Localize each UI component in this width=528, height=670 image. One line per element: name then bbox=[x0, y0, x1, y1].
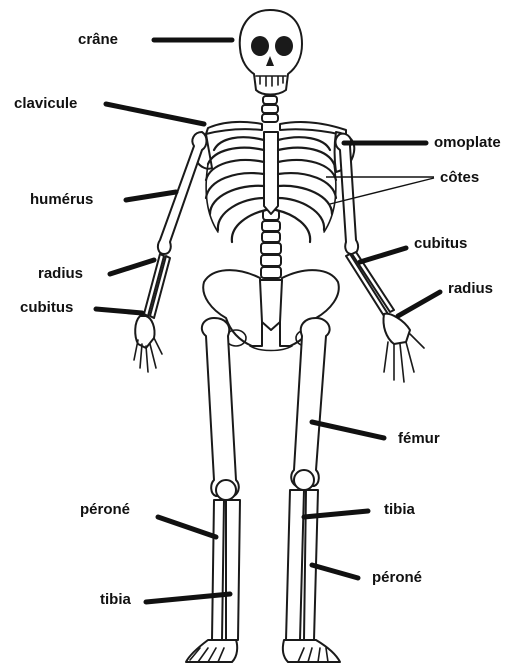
right-leg bbox=[283, 318, 340, 662]
label-ulna-left: cubitus bbox=[20, 299, 73, 316]
leader-fibula-right bbox=[312, 565, 358, 578]
label-tibia-right: tibia bbox=[384, 501, 415, 518]
leader-radius-left bbox=[110, 260, 154, 274]
leader-humerus bbox=[126, 192, 176, 200]
left-leg bbox=[186, 318, 240, 662]
label-radius-left: radius bbox=[38, 265, 83, 282]
label-fibula-right: péroné bbox=[372, 569, 422, 586]
skull bbox=[240, 10, 302, 95]
left-arm bbox=[134, 132, 207, 372]
label-femur: fémur bbox=[398, 430, 440, 447]
label-ribs: côtes bbox=[440, 169, 479, 186]
label-fibula-left: péroné bbox=[80, 501, 130, 518]
label-skull: crâne bbox=[78, 31, 118, 48]
label-clavicle: clavicule bbox=[14, 95, 77, 112]
label-tibia-left: tibia bbox=[100, 591, 131, 608]
leader-clavicle bbox=[106, 104, 204, 124]
label-scapula: omoplate bbox=[434, 134, 501, 151]
label-ulna-right: cubitus bbox=[414, 235, 467, 252]
leader-femur bbox=[312, 422, 384, 438]
leader-ulna-left bbox=[96, 309, 142, 313]
label-humerus: humérus bbox=[30, 191, 93, 208]
leader-ulna-right bbox=[360, 248, 406, 262]
leader-radius-right bbox=[398, 292, 440, 316]
leader-fibula-left bbox=[158, 517, 216, 537]
label-radius-right: radius bbox=[448, 280, 493, 297]
